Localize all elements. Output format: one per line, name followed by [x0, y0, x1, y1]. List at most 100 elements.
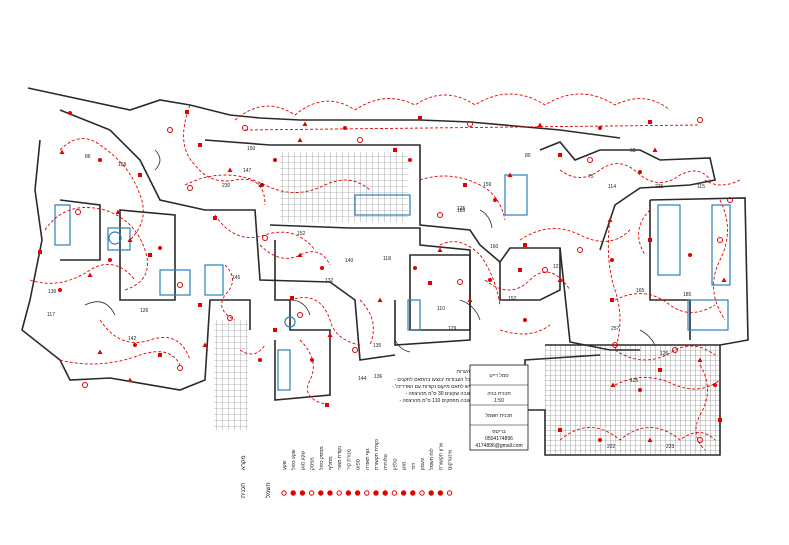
electrical-point — [38, 250, 42, 254]
electrical-point — [488, 278, 492, 282]
dimension-label: 225 — [655, 184, 664, 190]
sink — [108, 231, 122, 245]
legend-item-label: ארון תקשורת — [438, 442, 444, 470]
legend-item-label: נקודת תקשורת — [374, 439, 380, 470]
legend-item-symbol — [336, 490, 342, 496]
legend-item-symbol — [281, 490, 287, 496]
dimension-label: 125 — [630, 378, 639, 384]
dimension-label: 117 — [47, 312, 55, 318]
legend-item-label: מנורת קיר — [346, 448, 352, 470]
electrical-point — [437, 247, 443, 252]
dimension-label: 90 — [258, 183, 264, 189]
dimension-label: 135 — [373, 343, 382, 349]
electrical-point — [437, 212, 443, 218]
notes-line: - יש לתאם מיקום נקודות עם האדריכל — [392, 383, 470, 390]
shower-5 — [687, 299, 729, 331]
electrical-point — [697, 357, 703, 362]
electrical-point — [158, 246, 162, 250]
electrical-point — [418, 116, 422, 120]
electrical-point — [98, 158, 102, 162]
legend-item-label: גוף תאורה — [365, 448, 371, 470]
electrical-point — [213, 216, 217, 220]
legend-item-symbol — [327, 490, 333, 496]
dimension-label: 257 — [611, 326, 620, 332]
shower — [107, 227, 131, 251]
electrical-point — [58, 288, 62, 292]
notes-heading: הערות — [456, 369, 470, 375]
dimension-label: 230 — [222, 183, 231, 189]
electrical-point — [607, 217, 613, 222]
dimension-label: 136 — [48, 289, 57, 295]
electrical-circuits — [29, 93, 741, 451]
dimension-label: 136 — [374, 374, 383, 380]
electrical-point — [167, 127, 173, 133]
legend-item-symbol — [308, 490, 315, 496]
tiled-floors — [214, 152, 720, 455]
legend-item-label: שקע מוגן — [300, 451, 306, 470]
electrical-point — [523, 243, 527, 247]
dimension-label: 145 — [232, 275, 241, 281]
dimension-label: 147 — [243, 168, 252, 174]
electrical-point — [467, 121, 473, 127]
electrical-point — [273, 158, 277, 162]
bath-4-vanity — [657, 204, 681, 276]
drafter: בריטס — [492, 429, 506, 435]
dimension-label: 118 — [383, 256, 391, 262]
electrical-point — [352, 347, 358, 353]
legend-title: מקרא — [241, 455, 247, 470]
legend-item-symbol — [290, 490, 296, 496]
electrical-point — [185, 110, 189, 114]
sanitary-fixtures — [54, 174, 731, 391]
legend-item-label: מפסק — [310, 457, 316, 470]
electrical-point — [87, 272, 93, 277]
electrical-point — [652, 147, 658, 152]
dimension-label: 86 — [85, 154, 91, 160]
dimension-label: 125 — [457, 206, 466, 212]
dimension-label: 168 — [118, 162, 127, 168]
notes-line: - כל העבודות יבוצעו בהתאם לתקנים — [394, 376, 470, 383]
electrical-point — [202, 342, 208, 347]
door-swings — [84, 149, 656, 353]
dimension-label: 152 — [297, 231, 306, 237]
electrical-point — [558, 153, 562, 157]
dimension-label: 223 — [666, 444, 675, 450]
electrical-point — [717, 237, 723, 243]
legend-item-label: שקע כפול — [290, 449, 297, 470]
electrical-point — [697, 437, 703, 443]
legend-item-label: דוד — [411, 463, 417, 470]
legend-item-label: ספוט — [356, 459, 362, 470]
legend-item-label: מזגן — [402, 461, 408, 470]
legend-item-symbol — [437, 490, 444, 496]
dimension-label: 110 — [437, 306, 445, 312]
electrical-point — [537, 122, 543, 127]
electrical-point — [610, 382, 616, 387]
dimension-label: 75 — [588, 174, 594, 180]
electrical-points — [38, 110, 733, 443]
dimension-label: 63 — [630, 148, 636, 154]
legend-item-label: אינטרקום — [448, 449, 454, 470]
electrical-point — [127, 237, 133, 242]
dimension-label: 115 — [697, 184, 705, 190]
dimension-label: 126 — [660, 351, 669, 357]
electrical-point — [115, 209, 121, 214]
electrical-point — [518, 268, 522, 272]
legend-item-symbol — [382, 490, 388, 496]
electrical-point — [688, 253, 692, 257]
electrical-point — [413, 266, 417, 270]
electrical-point — [158, 353, 162, 357]
bath-2-sink — [284, 316, 296, 328]
dimension-label: 160 — [490, 244, 499, 250]
electrical-point — [507, 172, 513, 177]
legend-item-label: נקודת מאור — [337, 446, 343, 470]
electrical-point — [467, 297, 473, 302]
walls — [21, 87, 749, 456]
electrical-point — [408, 158, 412, 162]
electrical-point — [320, 266, 324, 270]
legend-item-symbol — [428, 490, 434, 496]
electrical-point — [697, 117, 703, 123]
dimension-label: 185 — [683, 292, 692, 298]
electrical-point — [598, 126, 602, 130]
dimension-label: 132 — [325, 278, 334, 284]
electrical-point — [59, 149, 65, 154]
